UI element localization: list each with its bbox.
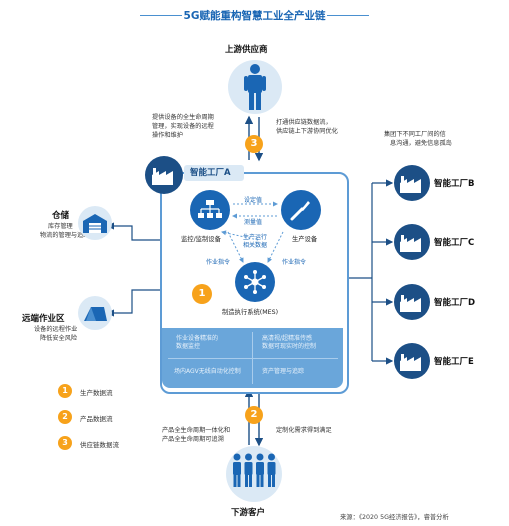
panel-cell-2: 高清视/超精准传感数据可现实时的控制 <box>262 335 317 350</box>
panel-cell-4: 资产管理与追踪 <box>262 368 305 375</box>
legend-badge-3: 3 <box>58 436 72 450</box>
warehouse-icon <box>83 214 107 233</box>
production-data-label: 生产运行相关数据 <box>243 234 268 249</box>
factory-a-label: 智能工厂A <box>190 168 231 178</box>
legend-label-1: 生产数据流 <box>80 389 113 397</box>
factory-icon <box>152 168 173 185</box>
network-hub-icon <box>244 270 266 294</box>
legend-label-3: 供应链数据流 <box>80 441 119 449</box>
factory-icon <box>400 354 421 371</box>
tent-icon <box>84 307 107 321</box>
panel-cell-1: 作业设备精准的数据监控 <box>176 335 219 350</box>
factory-a-label-tab <box>184 165 244 181</box>
org-chart-icon <box>198 200 222 218</box>
people-group-icon <box>233 453 276 487</box>
factory-d-label: 智能工厂D <box>434 298 476 308</box>
factory-icon <box>400 295 421 312</box>
badge-supply-chain-flow: 3 <box>245 135 263 153</box>
panel-divider-h <box>168 358 338 359</box>
person-icon <box>244 64 266 110</box>
downstream-note-right: 定制化需求得到满足 <box>276 427 332 434</box>
warehouse-note: 库存管理物流的管理与追踪 <box>40 223 90 239</box>
downstream-note-left: 产品全生命周期一体化和产品全生命周期可追溯 <box>162 427 231 443</box>
upstream-note-right: 打通供应链数据流，供应链上下游协同优化 <box>276 119 338 135</box>
panel-cell-3: 场内AGV无线自动化控制 <box>174 368 241 375</box>
legend-badge-2: 2 <box>58 410 72 424</box>
remote-note: 设备的远程作业降低安全风险 <box>34 326 78 342</box>
downstream-label: 下游客户 <box>231 508 266 518</box>
legend-label-2: 产品数据流 <box>80 415 113 423</box>
page-title: 5G赋能重构智慧工业全产业链 <box>183 10 326 22</box>
measure-value-label: 测量值 <box>244 219 263 226</box>
factory-b-label: 智能工厂B <box>434 179 475 189</box>
title-rule-right <box>327 15 369 16</box>
cluster-note: 集团下不同工厂间的信息沟通，避免信息孤岛 <box>384 131 452 147</box>
source-note: 来源：《2020 5G经济报告》，睿普分析 <box>340 514 449 521</box>
upstream-label: 上游供应商 <box>225 45 268 55</box>
remote-label: 远端作业区 <box>22 314 65 324</box>
set-value-label: 设定值 <box>244 197 263 204</box>
warehouse-label: 仓储 <box>52 211 70 221</box>
tool-icon <box>290 201 310 221</box>
factory-c-label: 智能工厂C <box>434 238 475 248</box>
production-order-label: 作业指令 <box>282 259 307 266</box>
factory-icon <box>400 176 421 193</box>
work-order-label: 作业指令 <box>206 259 231 266</box>
badge-product-flow: 2 <box>245 406 263 424</box>
factory-e-label: 智能工厂E <box>434 357 474 367</box>
title-rule-left <box>140 15 182 16</box>
factory-icon <box>400 235 421 252</box>
production-label: 生产设备 <box>292 236 318 243</box>
badge-production-flow: 1 <box>192 284 212 304</box>
mes-label: 制造执行系统(MES) <box>222 309 279 316</box>
legend-badge-1: 1 <box>58 384 72 398</box>
upstream-note-left: 提供设备的全生命周期管理，实现设备的远程操作和维护 <box>152 114 214 139</box>
monitor-label: 监控/监制设备 <box>181 236 221 243</box>
